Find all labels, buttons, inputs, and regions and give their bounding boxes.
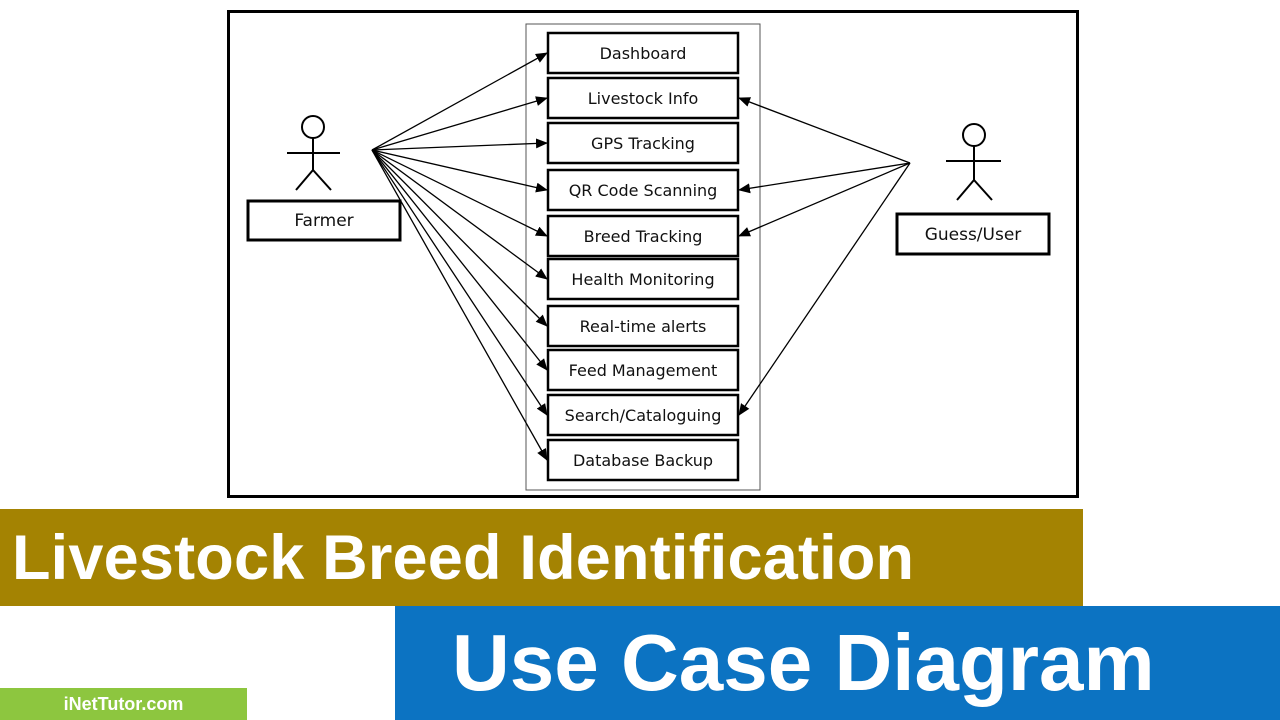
- association-lines: [371, 52, 911, 461]
- guest-association-arrow: [738, 97, 911, 164]
- use-case-search-cataloguing: Search/Cataloguing: [546, 393, 740, 437]
- stick-figure-icon: [287, 115, 340, 191]
- actor-label: Guess/User: [925, 225, 1022, 245]
- use-case-health-monitoring: Health Monitoring: [546, 257, 740, 301]
- farmer-association-arrow: [371, 96, 548, 151]
- brand-badge: iNetTutor.com: [0, 688, 247, 720]
- use-case-box: [546, 76, 740, 120]
- use-case-label: Search/Cataloguing: [565, 406, 722, 425]
- use-case-dashboard: Dashboard: [546, 31, 740, 75]
- actor-guest: Guess/User: [895, 123, 1051, 256]
- use-case-qr-code-scanning: QR Code Scanning: [546, 168, 740, 212]
- page-title: Livestock Breed Identification: [12, 522, 915, 593]
- use-case-label: GPS Tracking: [591, 134, 695, 153]
- use-case-label: QR Code Scanning: [569, 181, 718, 200]
- use-case-label: Health Monitoring: [571, 270, 714, 289]
- farmer-association-arrow: [371, 149, 548, 371]
- use-case-label: Breed Tracking: [584, 227, 703, 246]
- use-case-box: [546, 304, 740, 348]
- use-case-box: [546, 168, 740, 212]
- use-case-label: Livestock Info: [588, 89, 699, 108]
- actor-label-box: [246, 199, 402, 242]
- farmer-association-arrow: [371, 138, 548, 151]
- use-case-label: Feed Management: [569, 361, 718, 380]
- page-subtitle: Use Case Diagram: [452, 618, 1155, 707]
- use-case-box: [546, 121, 740, 165]
- use-case-box: [546, 214, 740, 258]
- guest-association-arrow: [738, 162, 911, 194]
- actor-farmer: Farmer: [246, 115, 402, 242]
- system-boundary: [525, 23, 761, 491]
- guest-association-arrow: [738, 162, 911, 237]
- use-case-gps-tracking: GPS Tracking: [546, 121, 740, 165]
- farmer-association-arrow: [371, 52, 548, 151]
- brand-label: iNetTutor.com: [63, 693, 184, 714]
- use-case-database-backup: Database Backup: [546, 438, 740, 482]
- subtitle-banner: Use Case Diagram: [395, 606, 1280, 720]
- farmer-association-arrow: [371, 149, 548, 461]
- use-case-real-time-alerts: Real-time alerts: [546, 304, 740, 348]
- use-case-box: [546, 438, 740, 482]
- actor-label-box: [895, 212, 1051, 256]
- guest-association-arrow: [738, 162, 911, 416]
- farmer-association-arrow: [371, 149, 548, 193]
- farmer-association-arrow: [371, 149, 548, 416]
- stick-figure-icon: [946, 123, 1001, 201]
- use-case-box: [546, 393, 740, 437]
- title-banner: Livestock Breed Identification: [0, 509, 1083, 606]
- farmer-association-arrow: [371, 149, 548, 327]
- actor-label: Farmer: [294, 211, 353, 231]
- use-case-label: Dashboard: [600, 44, 687, 63]
- use-case-label: Real-time alerts: [580, 317, 707, 336]
- use-case-label: Database Backup: [573, 451, 713, 470]
- use-case-box: [546, 31, 740, 75]
- use-case-breed-tracking: Breed Tracking: [546, 214, 740, 258]
- use-case-livestock-info: Livestock Info: [546, 76, 740, 120]
- use-case-box: [546, 348, 740, 392]
- use-case-feed-management: Feed Management: [546, 348, 740, 392]
- use-case-box: [546, 257, 740, 301]
- farmer-association-arrow: [371, 149, 548, 280]
- farmer-association-arrow: [371, 149, 548, 237]
